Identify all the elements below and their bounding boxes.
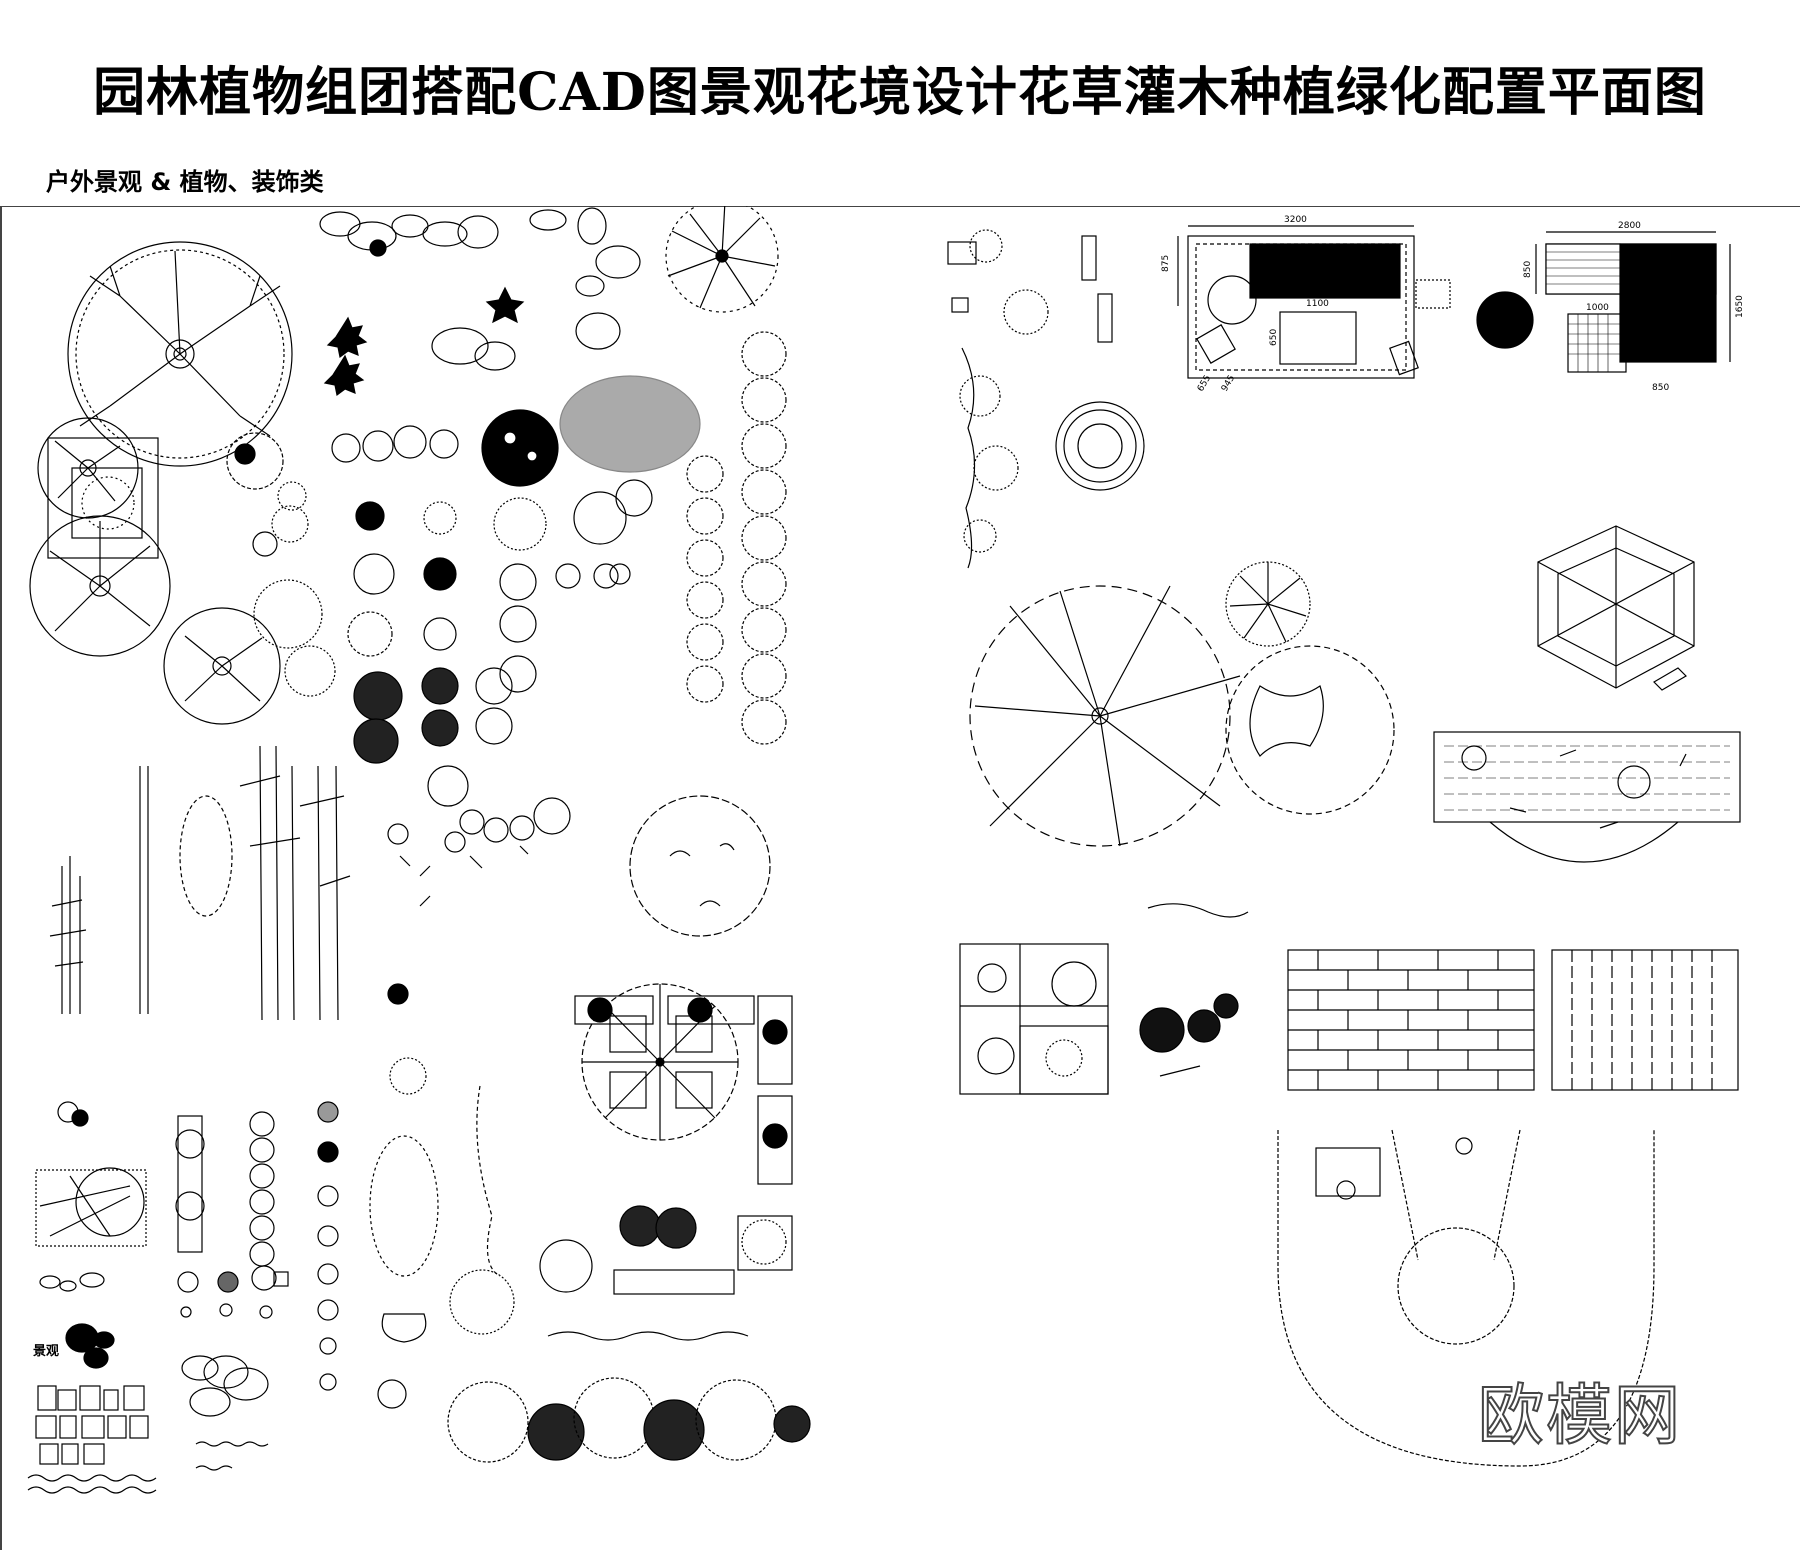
drawing-frame — [0, 206, 1800, 1550]
planter-row-symbol — [574, 995, 793, 1185]
cad-drawing-canvas: 3200 875 1100 650 655 945 2800 850 1650 … — [27, 206, 1745, 1494]
dim-bench-b: 945 — [1220, 374, 1237, 394]
landscape-label: 景观 — [33, 1344, 60, 1359]
page-title: 园林植物组团搭配CAD图景观花境设计花草灌木种植绿化配置平面图 — [93, 62, 1707, 123]
pebbles-symbol — [39, 1272, 105, 1292]
hexagon-pavilion-symbol — [1537, 525, 1695, 691]
shrub-row-symbol — [331, 425, 459, 463]
hatched-bed-symbol — [35, 1167, 147, 1247]
climbing-plant-symbol — [476, 1085, 501, 1277]
dim-bench-a: 655 — [1196, 374, 1213, 394]
hedge-column-symbol — [686, 331, 787, 745]
dim-lshape-width: 2800 — [1618, 221, 1641, 231]
column-planter-symbol — [175, 1111, 275, 1267]
shrub-cluster-symbol — [226, 432, 309, 557]
leaf-plant-symbol — [57, 1101, 89, 1127]
brand-watermark: 欧模网 — [1477, 1376, 1682, 1455]
tree-plan-symbol — [29, 515, 171, 657]
bamboo-elevation-symbol — [49, 745, 351, 1021]
small-plant-column — [317, 1101, 339, 1391]
stepping-stones-symbol — [35, 1385, 149, 1465]
gravel-strip-symbol — [27, 1474, 157, 1494]
vine-trellis-symbol — [947, 229, 1113, 569]
black-tree-symbol — [481, 409, 559, 487]
wood-deck-paving-symbol — [1551, 949, 1739, 1091]
palm-tree-plan-symbol — [969, 585, 1241, 847]
tree-plan-symbol — [163, 579, 336, 725]
dim-lshape-side: 1650 — [1735, 295, 1745, 318]
planter-box-symbol — [47, 437, 159, 559]
dim-small-box-height: 520 — [1633, 339, 1643, 356]
drawing-frame-edge — [0, 206, 2, 1550]
flower-bed-symbol — [613, 1205, 793, 1295]
grey-tree-symbol — [559, 375, 701, 473]
basketball-hoop-symbol — [1315, 1137, 1473, 1200]
dim-lshape-height: 850 — [1523, 261, 1533, 278]
rock-pile-symbol — [181, 1355, 269, 1471]
brick-paving-symbol — [1287, 949, 1535, 1091]
basketball-court-symbol — [1277, 1129, 1655, 1467]
dim-pergola-height: 875 — [1161, 255, 1171, 272]
radial-tree-symbol — [1225, 561, 1311, 647]
pergola-plan-symbol — [1177, 225, 1451, 379]
dim-inner-box-height: 650 — [1269, 329, 1279, 346]
fish-pond-deck-symbol — [1433, 731, 1741, 863]
small-symbols-row — [177, 1265, 289, 1319]
palm-cluster-symbol — [1139, 903, 1249, 1077]
dim-pergola-width: 3200 — [1284, 215, 1307, 225]
irregular-canopy-symbol — [1225, 645, 1395, 815]
dim-inner-box: 1100 — [1306, 299, 1329, 309]
vine-strip-symbol — [547, 1331, 749, 1341]
spiky-tree-symbol — [665, 206, 779, 313]
grass-tuft-symbol — [399, 845, 529, 907]
potted-tree-symbol — [369, 1135, 439, 1343]
dim-small-box: 1000 — [1586, 303, 1609, 313]
rock-group-symbol — [431, 207, 641, 371]
black-stones-symbol — [65, 1323, 115, 1369]
bamboo-cluster-symbol — [179, 795, 233, 917]
large-tree-plan-symbol — [67, 241, 293, 467]
rock-group-symbol — [319, 211, 499, 257]
small-shrub-grid — [347, 479, 653, 764]
round-pavilion-symbol — [581, 983, 739, 1141]
dim-small-box-width: 850 — [1652, 383, 1669, 393]
large-canopy-symbol — [629, 795, 771, 937]
star-plant-symbol — [485, 286, 525, 324]
planting-grid-symbol — [959, 943, 1109, 1095]
hedge-row-symbol — [447, 1377, 811, 1463]
black-shrub-symbol — [323, 316, 368, 397]
page-subtitle: 户外景观 & 植物、装饰类 — [46, 168, 324, 196]
misc-shrub-symbol — [377, 983, 593, 1409]
round-fountain-symbol — [1055, 401, 1145, 491]
l-shaped-planter-symbol — [1476, 231, 1731, 373]
small-plant-row-symbol — [387, 765, 571, 853]
